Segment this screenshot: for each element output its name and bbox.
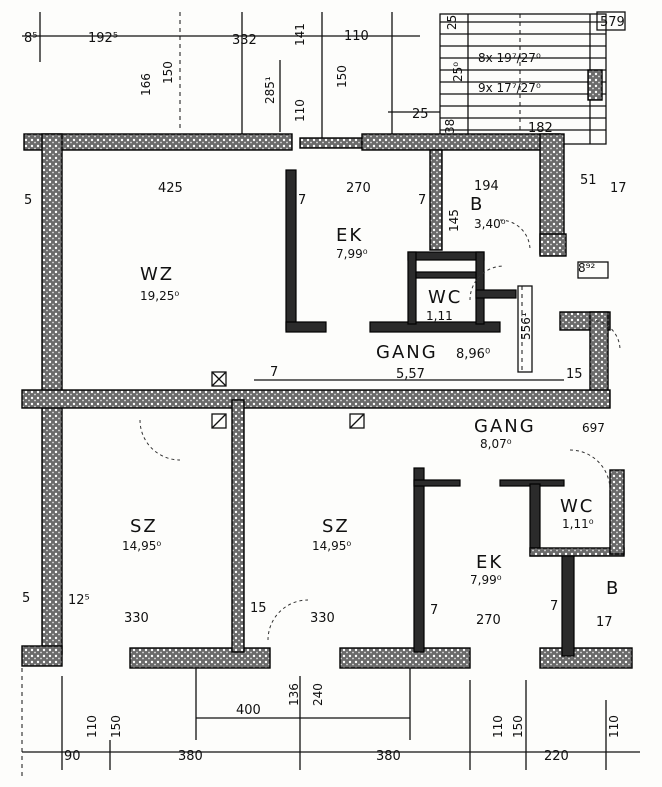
room-area-sz-right: 14,95⁰ <box>312 539 351 553</box>
dim-v-285: 285¹ <box>263 76 277 104</box>
dim-b-110b: 110 <box>491 715 505 738</box>
dim-51: 51 <box>580 173 597 188</box>
dim-557: 5,57 <box>396 367 425 382</box>
dim-17b: 17 <box>596 615 613 630</box>
dim-7b: 7 <box>418 193 426 208</box>
dim-125: 12⁵ <box>68 593 90 608</box>
dim-330b: 330 <box>310 611 335 626</box>
dim-240: 240 <box>311 683 325 706</box>
room-label-wc-bottom: WC <box>560 496 594 517</box>
room-label-b-right: B <box>606 578 620 599</box>
dim-38: 38 <box>443 119 457 134</box>
dim-top-110: 110 <box>344 29 369 44</box>
room-label-wz: WZ <box>140 264 174 285</box>
dim-b-150a: 150 <box>109 715 123 738</box>
room-label-sz-right: SZ <box>322 516 350 537</box>
dim-892: 8⁹² <box>578 261 595 275</box>
gang-dimension-line <box>254 285 564 381</box>
dim-b-110a: 110 <box>85 715 99 738</box>
room-area-wz: 19,25⁰ <box>140 289 179 303</box>
dim-25: 25 <box>412 107 429 122</box>
dim-17: 17 <box>610 181 627 196</box>
dim-ek-width: 270 <box>346 181 371 196</box>
dim-15a: 15 <box>566 367 583 382</box>
dim-7e: 7 <box>550 599 558 614</box>
room-label-wc-top: WC <box>428 287 462 308</box>
dim-v-250a: 25 <box>445 15 459 30</box>
top-dimension-chain <box>22 12 440 140</box>
interior-walls <box>21 149 625 657</box>
dim-b-width: 194 <box>474 179 499 194</box>
room-area-sz-left: 14,95⁰ <box>122 539 161 553</box>
dim-330a: 330 <box>124 611 149 626</box>
dim-145: 145 <box>447 209 461 232</box>
room-area-wc-bottom: 1,11⁰ <box>562 517 594 531</box>
dim-wz-width: 425 <box>158 181 183 196</box>
dim-v-150a: 150 <box>161 61 175 84</box>
shaft-symbols <box>211 261 609 429</box>
dim-steps-lower: 9x 17⁷/27⁰ <box>478 81 541 95</box>
room-area-ek-bottom: 7,99⁰ <box>470 573 502 587</box>
dim-7c: 7 <box>270 365 278 380</box>
dim-15b: 15 <box>250 601 267 616</box>
dim-top-332: 332 <box>232 33 257 48</box>
dim-270b: 270 <box>476 613 501 628</box>
dim-v-110a: 110 <box>293 99 307 122</box>
dim-v-250: 25⁰ <box>451 62 465 82</box>
door-swings <box>139 219 621 641</box>
staircase <box>439 13 607 145</box>
room-area-bad: 3,40⁰ <box>474 217 506 231</box>
dim-bot-220: 220 <box>544 749 569 764</box>
dim-steps-upper: 8x 19⁷/27⁰ <box>478 51 541 65</box>
exterior-walls <box>21 133 633 669</box>
dim-b-150b: 150 <box>511 715 525 738</box>
dim-bot-380b: 380 <box>376 749 401 764</box>
room-label-gang-mid: GANG <box>474 416 536 437</box>
room-area-gang-top: 8,96⁰ <box>456 347 490 362</box>
room-label-ek-top: EK <box>336 225 363 246</box>
room-label-bad: B <box>470 194 484 215</box>
dim-697: 697 <box>582 421 605 435</box>
room-label-sz-left: SZ <box>130 516 158 537</box>
room-area-wc-top: 1,11 <box>426 309 453 323</box>
dim-v-141: 141 <box>293 23 307 46</box>
dim-b-110c: 110 <box>607 715 621 738</box>
page-marker-box: 579 <box>596 11 626 31</box>
room-label-ek-bottom: EK <box>476 552 503 573</box>
dim-v-166: 166 <box>139 73 153 96</box>
dim-556: 556¹ <box>519 312 533 340</box>
dim-bot-380a: 380 <box>178 749 203 764</box>
room-label-gang-top: GANG <box>376 342 438 363</box>
dim-top-left-edge: 8⁵ <box>24 31 37 46</box>
dim-7a: 7 <box>298 193 306 208</box>
dim-400: 400 <box>236 703 261 718</box>
dim-136: 136 <box>287 683 301 706</box>
dim-left-5b: 5 <box>22 591 30 606</box>
bottom-dimension-chains <box>21 668 640 780</box>
dim-182: 182 <box>528 121 553 136</box>
dim-7d: 7 <box>430 603 438 618</box>
dim-v-150b: 150 <box>335 65 349 88</box>
dim-bot-90: 90 <box>64 749 81 764</box>
room-area-ek-top: 7,99⁰ <box>336 247 368 261</box>
dim-top-1925: 192⁵ <box>88 31 118 46</box>
room-area-gang-mid: 8,07⁰ <box>480 437 512 451</box>
dim-left-5: 5 <box>24 193 32 208</box>
